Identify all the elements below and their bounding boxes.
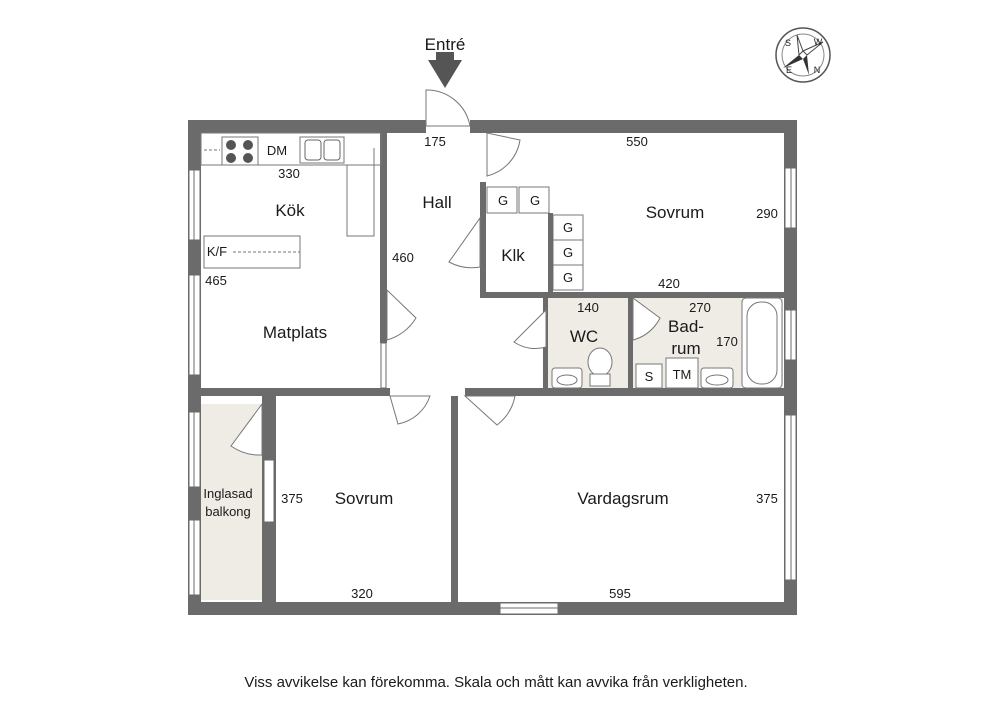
room-wc: WC (570, 327, 598, 346)
fixture-wardrobe-3: G (563, 220, 573, 235)
dim-bath-width: 270 (689, 300, 711, 315)
fixture-dryer: S (645, 369, 654, 384)
room-bedroom-top: Sovrum (646, 203, 705, 222)
window-lines (193, 168, 792, 609)
hall-side-window (380, 342, 387, 389)
fixture-wardrobe-4: G (563, 245, 573, 260)
laundry-boxes (635, 357, 699, 389)
toilet-icon (587, 347, 613, 387)
dim-living-width: 595 (609, 586, 631, 601)
room-hall: Hall (422, 193, 451, 212)
dim-bedroom-top-inner: 420 (658, 276, 680, 291)
fixture-wardrobe-2: G (530, 193, 540, 208)
room-bedroom-bottom: Sovrum (335, 489, 394, 508)
room-kitchen: Kök (275, 201, 305, 220)
wardrobes (486, 186, 584, 291)
dim-hall-depth: 460 (392, 250, 414, 265)
washbasin-icon (551, 367, 734, 389)
compass-icon: S W E N (775, 27, 831, 83)
dim-kitchen-depth: 465 (205, 273, 227, 288)
dim-wc-width: 140 (577, 300, 599, 315)
sink-icon (304, 139, 341, 161)
room-balcony-2: balkong (205, 504, 251, 519)
room-bathroom-2: rum (671, 339, 700, 358)
dim-bath-depth: 170 (716, 334, 738, 349)
fixture-fridge: K/F (207, 244, 227, 259)
entrance-arrow-icon (428, 60, 462, 88)
room-closet: Klk (501, 246, 525, 265)
bathtub-icon (741, 297, 783, 389)
fixture-wardrobe-5: G (563, 270, 573, 285)
fixture-washer: TM (673, 367, 692, 382)
compass-e: E (786, 65, 792, 75)
fixture-dishwasher: DM (267, 143, 287, 158)
dim-bedroom-bottom-width: 320 (351, 586, 373, 601)
balcony-window-inner (263, 459, 275, 523)
room-dining: Matplats (263, 323, 327, 342)
room-living: Vardagsrum (577, 489, 668, 508)
room-bathroom-1: Bad- (668, 317, 704, 336)
dim-hall-width: 175 (424, 134, 446, 149)
room-balcony-1: Inglasad (203, 486, 252, 501)
dim-bedroom-top-width: 550 (626, 134, 648, 149)
dim-bedroom-top-depth: 290 (756, 206, 778, 221)
closet-walls (548, 213, 553, 293)
fixture-wardrobe-1: G (498, 193, 508, 208)
entrance-arrow-stem (436, 52, 454, 62)
stove-icon (226, 140, 253, 163)
compass-w: W (814, 37, 823, 47)
entrance-label: Entré (425, 35, 466, 54)
doors (230, 89, 661, 456)
dim-living-depth: 375 (756, 491, 778, 506)
compass-s: S (785, 38, 791, 48)
dim-bedroom-bottom-depth: 375 (281, 491, 303, 506)
compass-n: N (814, 65, 821, 75)
wall-white-gaps (380, 343, 465, 396)
dim-kitchen-width: 330 (278, 166, 300, 181)
disclaimer-text: Viss avvikelse kan förekomma. Skala och … (244, 674, 748, 691)
